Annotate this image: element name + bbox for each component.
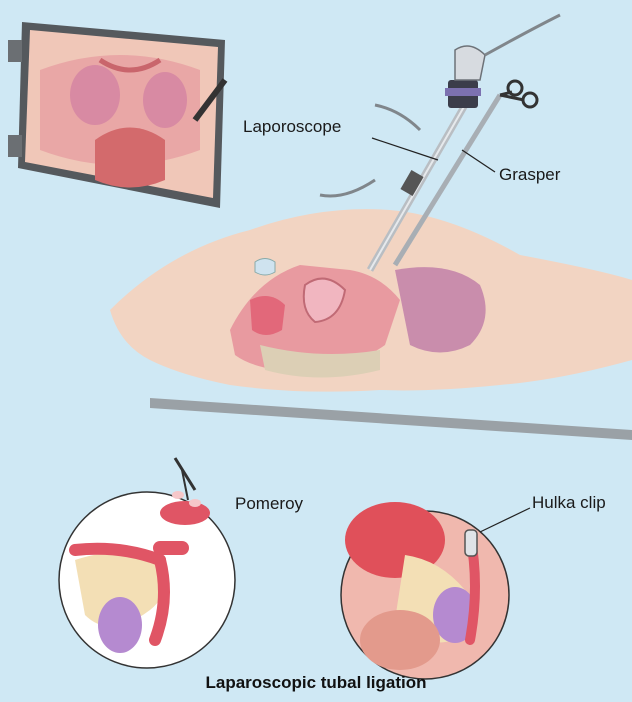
- label-laparoscope: Laporoscope: [243, 117, 341, 137]
- label-pomeroy: Pomeroy: [235, 494, 303, 514]
- figure-caption: Laparoscopic tubal ligation: [0, 673, 632, 693]
- label-hulka-clip: Hulka clip: [532, 493, 606, 513]
- label-grasper: Grasper: [499, 165, 560, 185]
